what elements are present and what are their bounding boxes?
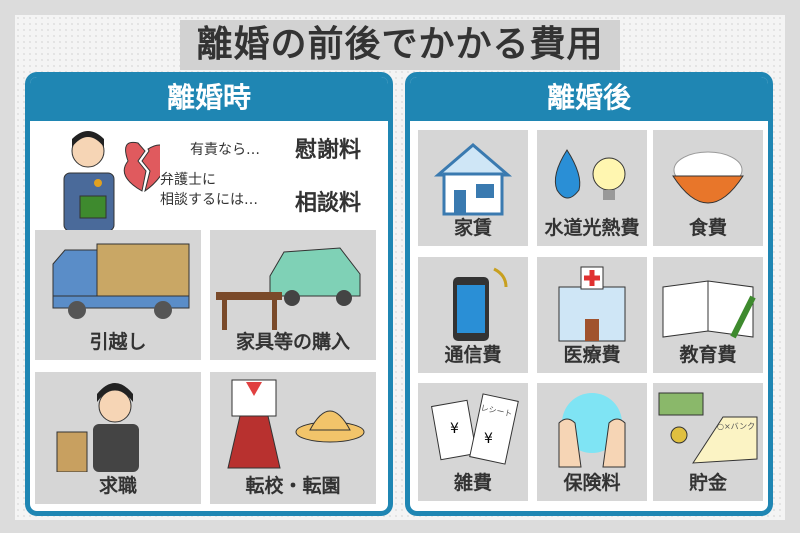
tile-savings: ○×バンク貯金	[653, 383, 763, 501]
svg-text:¥: ¥	[450, 421, 459, 437]
tile-house: 家賃	[418, 130, 528, 246]
tile-label: 求職	[98, 475, 137, 497]
panel-at-divorce: 離婚時 有責なら… 慰謝料 弁護士に 相談するには… 相談料 引越し 家具等の購…	[25, 72, 393, 516]
uniform-and-hat-icon	[227, 379, 365, 469]
cost-consultation: 相談料	[295, 191, 362, 216]
panel-header: 離婚後	[410, 77, 768, 121]
water-and-bulb-icon	[554, 149, 626, 200]
tile-label: 家賃	[453, 217, 492, 239]
receipts-icon: ¥¥レシート	[431, 393, 519, 465]
tile-label: 雑費	[453, 472, 492, 494]
smartphone-icon	[453, 267, 508, 341]
job-seeker-icon	[56, 383, 139, 472]
tile-label: 貯金	[688, 472, 727, 494]
tile-rice-bowl: 食費	[653, 130, 763, 246]
tile-label: 引越し	[89, 331, 147, 353]
hospital-icon	[558, 266, 626, 342]
condition-text: 弁護士に	[160, 172, 216, 188]
rice-bowl-icon	[672, 151, 744, 204]
tile-furniture: 家具等の購入	[210, 230, 376, 360]
insurance-hands-icon	[558, 393, 626, 468]
tile-insurance-hands: 保険料	[537, 383, 647, 501]
tile-label: 保険料	[563, 472, 621, 494]
tile-label: 食費	[688, 217, 727, 239]
tile-label: 通信費	[444, 344, 502, 366]
svg-text:¥: ¥	[484, 431, 493, 447]
cost-consolation: 慰謝料	[295, 138, 362, 163]
page-title: 離婚の前後でかかる費用	[180, 20, 620, 70]
tile-label: 水道光熱費	[544, 217, 640, 239]
tile-moving: 引越し	[35, 230, 201, 360]
condition-text: 相談するには…	[160, 192, 258, 208]
textbook-icon	[662, 280, 756, 339]
house-icon	[433, 143, 513, 216]
panel-after-divorce: 離婚後 家賃水道光熱費食費通信費医療費教育費¥¥レシート雑費保険料○×バンク貯金	[405, 72, 773, 516]
car-and-table-icon	[216, 247, 361, 330]
tile-water-and-bulb: 水道光熱費	[537, 130, 647, 246]
condition-text: 有責なら…	[190, 142, 260, 158]
tile-hospital: 医療費	[537, 257, 647, 373]
tile-label: 教育費	[679, 344, 737, 366]
tile-smartphone: 通信費	[418, 257, 528, 373]
panel-header: 離婚時	[30, 77, 388, 121]
tile-label: 家具等の購入	[235, 331, 350, 353]
tile-receipts: ¥¥レシート雑費	[418, 383, 528, 501]
tile-textbook: 教育費	[653, 257, 763, 373]
tile-job-hunting: 求職	[35, 372, 201, 504]
truck-icon	[52, 243, 190, 319]
savings-icon: ○×バンク	[658, 392, 758, 464]
tile-label: 転校・転園	[245, 475, 341, 497]
tile-label: 医療費	[563, 344, 621, 366]
lawyer-icon	[63, 131, 160, 232]
bank-text: ○×バンク	[717, 422, 755, 431]
tile-school-transfer: 転校・転園	[210, 372, 376, 504]
